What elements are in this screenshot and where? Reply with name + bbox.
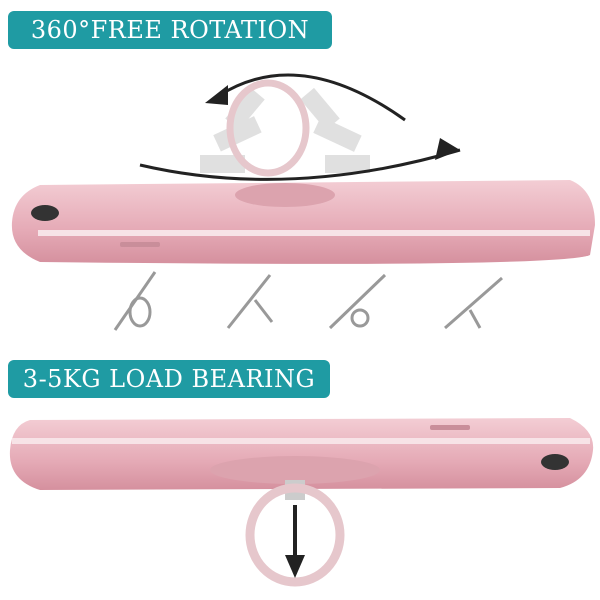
- rotation-arrow-icon: [139, 148, 461, 181]
- load-bearing-banner: 3-5KG LOAD BEARING: [8, 360, 330, 398]
- phone-bottom: [9, 418, 594, 490]
- rotation-arrow-icon: [219, 73, 406, 122]
- ring-rotation-fan: [200, 87, 370, 173]
- phone-top: [11, 180, 595, 264]
- rotation-banner: 360°FREE ROTATION: [8, 11, 332, 49]
- stand-angle-icons: [113, 271, 503, 331]
- ring-top: [226, 79, 335, 207]
- ring-bottom: [245, 480, 345, 587]
